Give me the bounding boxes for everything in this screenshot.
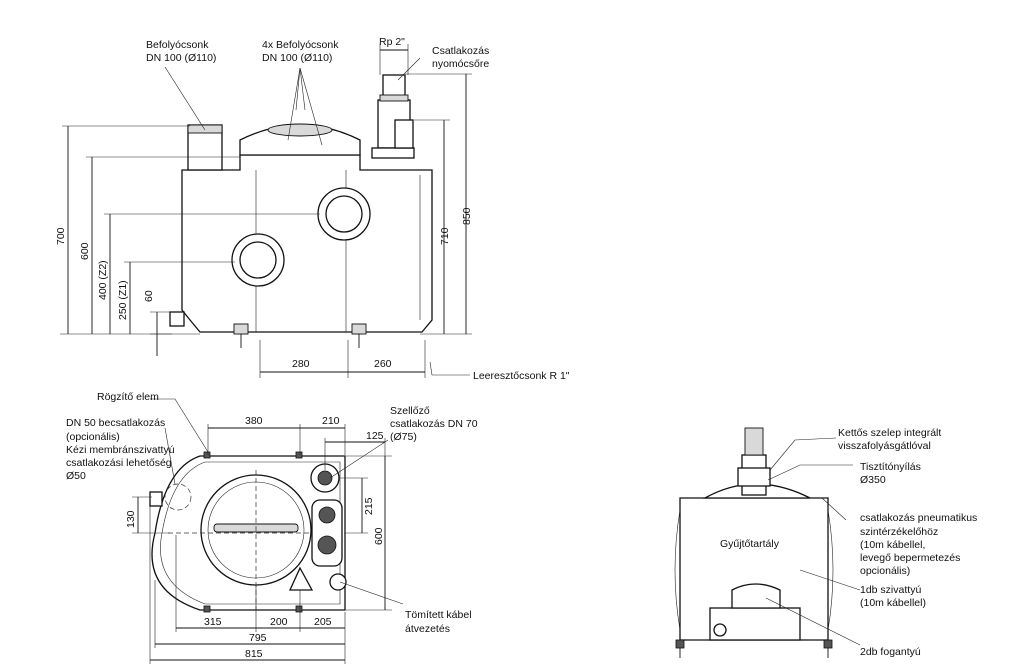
dim-700: 700 — [55, 227, 67, 245]
front-side-stub — [169, 311, 185, 327]
dim-850: 850 — [461, 207, 473, 225]
front-lid-cap — [267, 123, 333, 137]
label-pump: 1db szivattyú (10m kábellel) — [860, 584, 926, 609]
dim-260: 260 — [374, 358, 392, 370]
dim-130: 130 — [125, 510, 137, 528]
dim-600: 600 — [79, 242, 91, 260]
front-inlet-rim — [187, 124, 223, 134]
dim-205: 205 — [314, 616, 332, 628]
dim-250: 250 (Z1) — [117, 280, 129, 320]
front-tank-body — [181, 154, 433, 333]
dim-380: 380 — [245, 415, 263, 427]
side-valve-top — [744, 427, 764, 456]
label-rp2: Rp 2" — [379, 36, 405, 48]
side-valve-block — [737, 467, 771, 487]
front-inlet-circle-high-inner — [325, 195, 363, 233]
top-dn50-circle — [164, 483, 192, 511]
dim-280: 280 — [292, 358, 310, 370]
front-foot — [233, 323, 249, 335]
label-dn50: DN 50 becsatlakozás (opcionális) Kézi me… — [66, 417, 177, 482]
label-cleanout: Tisztítónyílás Ø350 — [860, 461, 924, 486]
label-vent: Szellőző csatlakozás DN 70 (Ø75) — [390, 405, 480, 443]
label-pneumatic: csatlakozás pneumatikus szintérzékelőhöz… — [860, 512, 980, 577]
dim-215: 215 — [363, 497, 375, 515]
dim-795: 795 — [249, 632, 267, 644]
dim-60: 60 — [143, 290, 155, 302]
dim-400: 400 (Z2) — [97, 260, 109, 300]
dim-315: 315 — [204, 616, 222, 628]
label-cable: Tömített kábel átvezetés — [405, 609, 474, 635]
dim-125: 125 — [366, 430, 384, 442]
label-inlet-single: Befolyócsonk DN 100 (Ø110) — [146, 39, 216, 64]
side-pump-port — [713, 623, 727, 637]
label-tank: Gyűjtőtartály — [720, 538, 780, 550]
dim-200: 200 — [270, 616, 288, 628]
label-drain: Leeresztőcsonk R 1" — [473, 370, 570, 382]
side-pump-handle — [731, 583, 781, 609]
label-pressure-conn: Csatlakozás nyomócsőre — [432, 45, 492, 70]
label-handles: 2db fogantyú — [860, 646, 921, 658]
front-foot — [351, 323, 367, 335]
dim-210: 210 — [322, 415, 340, 427]
side-view: Kettős szelep integrált visszafolyásgátl… — [674, 427, 980, 658]
front-pressure-rim — [379, 94, 409, 102]
top-triangle-plate — [288, 566, 314, 591]
front-view: 700 600 400 (Z2) 250 (Z1) 60 850 710 280… — [55, 36, 570, 382]
top-cable-gland — [329, 573, 347, 591]
top-view: 380 210 125 130 215 600 315 200 205 795 … — [66, 391, 480, 664]
front-valve — [394, 119, 414, 149]
dim-815: 815 — [245, 648, 263, 660]
front-inlet-circle-low-inner — [239, 241, 277, 279]
label-inlet-multi: 4x Befolyócsonk DN 100 (Ø110) — [262, 39, 341, 64]
dim-710: 710 — [439, 227, 451, 245]
top-dn50-stub — [149, 491, 163, 507]
label-valve: Kettős szelep integrált visszafolyásgátl… — [838, 427, 944, 452]
dim-600-top: 600 — [373, 527, 385, 545]
label-fix: Rögzítő elem — [97, 391, 159, 403]
front-valve-block — [371, 147, 415, 159]
